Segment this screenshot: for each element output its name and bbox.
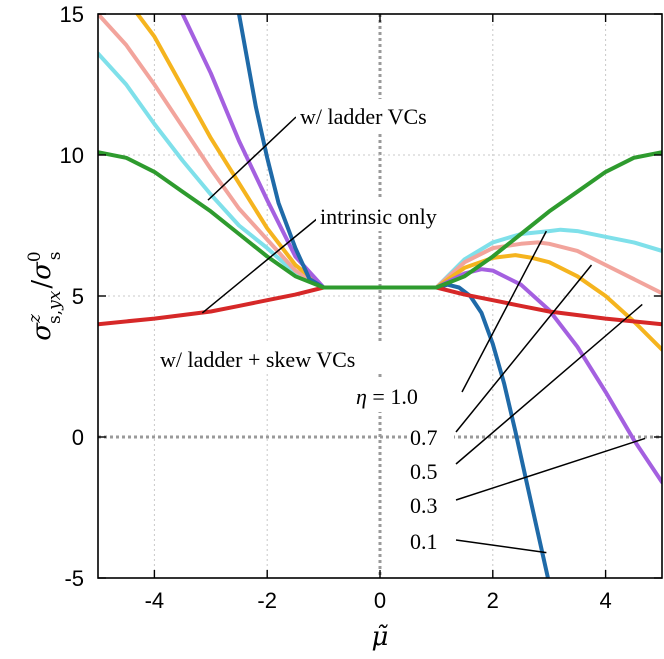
label-eta-10-bg [352,380,460,412]
leader-line-eta-0.1 [455,539,547,554]
label-eta-03-bg [408,489,454,521]
series-line-eta_0.1 [237,14,551,578]
label-eta-03: 0.3 [410,493,438,518]
y-tick-label: 5 [72,284,84,309]
y-tick-label: 10 [60,143,84,168]
series-line-eta_0.5 [135,14,662,352]
series-line-intrinsic [98,285,662,327]
label-eta-10: η = 1.0 [356,384,418,409]
x-tick-label: 2 [487,588,499,613]
svg-text:σzs,yx/σ0s: σzs,yx/σ0s [25,251,65,340]
leader-line-eta-0.7 [455,264,593,433]
leader-line-intrinsic [201,217,319,314]
label-eta-01-bg [408,525,454,557]
series-group [98,14,662,578]
ticks: -4 -2 0 2 4 -5 0 5 10 15 [60,2,662,613]
leader-line-eta-1.0 [461,230,548,393]
label-ladder-bg [296,99,488,131]
label-eta-05: 0.5 [410,459,438,484]
series-line-ladder [98,150,662,290]
x-tick-label: 4 [599,588,611,613]
label-intrinsic-bg [316,199,488,231]
label-eta-07: 0.7 [410,425,438,450]
grid [98,14,662,578]
x-tick-label: -2 [257,588,277,613]
x-axis-title: μ̃ [372,622,389,652]
label-ladder-skew: w/ ladder + skew VCs [160,347,355,372]
label-eta-05-bg [408,454,454,486]
leader-line-ladder [207,116,297,201]
y-axis-title: σzs,yx/σ0s [25,251,65,340]
x-tick-label: 0 [374,588,386,613]
x-tick-label: -4 [145,588,165,613]
label-ladder-skew-bg [156,342,460,374]
leader-line-eta-0.3 [455,437,646,501]
y-tick-label: 15 [60,2,84,27]
y-tick-label: -5 [64,566,84,591]
label-ladder: w/ ladder VCs [300,104,427,129]
annotation-leader-lines [201,116,646,554]
label-intrinsic: intrinsic only [320,204,437,229]
label-eta-01: 0.1 [410,529,438,554]
leader-line-eta-0.5 [455,303,643,465]
y-tick-label: 0 [72,425,84,450]
label-eta-07-bg [408,420,454,452]
